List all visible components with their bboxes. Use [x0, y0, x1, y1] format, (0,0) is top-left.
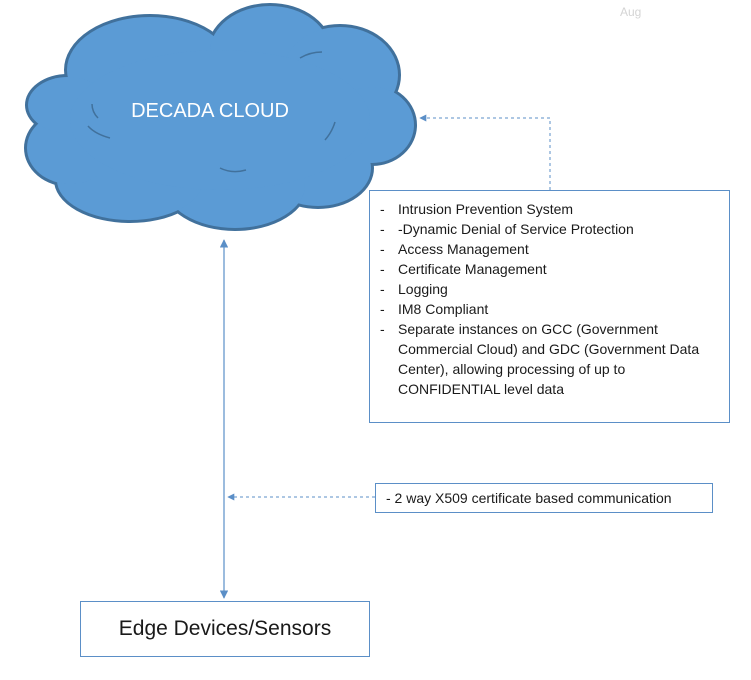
list-dash: -	[380, 281, 385, 297]
list-item-text: Logging	[398, 281, 448, 297]
cloud-label: DECADA CLOUD	[131, 100, 289, 122]
list-item-text: Intrusion Prevention System	[398, 201, 574, 217]
list-item-text: IM8 Compliant	[398, 301, 489, 317]
list-dash: -	[380, 321, 385, 337]
list-item-text: Access Management	[398, 241, 529, 257]
list-item: -IM8 Compliant	[380, 299, 719, 319]
security-connector	[419, 114, 551, 190]
security-features-box: -Intrusion Prevention System --Dynamic D…	[369, 190, 730, 423]
list-item: -Certificate Management	[380, 259, 719, 279]
list-item-text: -Dynamic Denial of Service Protection	[398, 221, 634, 237]
list-dash: -	[380, 301, 385, 317]
list-dash: -	[380, 201, 385, 217]
list-item-text: Certificate Management	[398, 261, 547, 277]
list-item: -Logging	[380, 279, 719, 299]
list-item: --Dynamic Denial of Service Protection	[380, 219, 719, 239]
edge-devices-box: Edge Devices/Sensors	[80, 601, 370, 657]
list-item-text: Separate instances on GCC (Government Co…	[398, 321, 700, 397]
list-item: -Intrusion Prevention System	[380, 199, 719, 219]
edge-devices-label: Edge Devices/Sensors	[118, 617, 332, 640]
security-features-list: -Intrusion Prevention System --Dynamic D…	[380, 199, 719, 399]
list-item: -Access Management	[380, 239, 719, 259]
list-item: -Separate instances on GCC (Government C…	[380, 319, 719, 399]
list-dash: -	[380, 241, 385, 257]
list-dash: -	[380, 221, 385, 237]
cloud-shape	[24, 3, 417, 231]
communication-note-text: - 2 way X509 certificate based communica…	[386, 490, 672, 506]
communication-note-box: - 2 way X509 certificate based communica…	[375, 483, 713, 513]
list-dash: -	[380, 261, 385, 277]
corner-label: Aug	[620, 5, 642, 19]
